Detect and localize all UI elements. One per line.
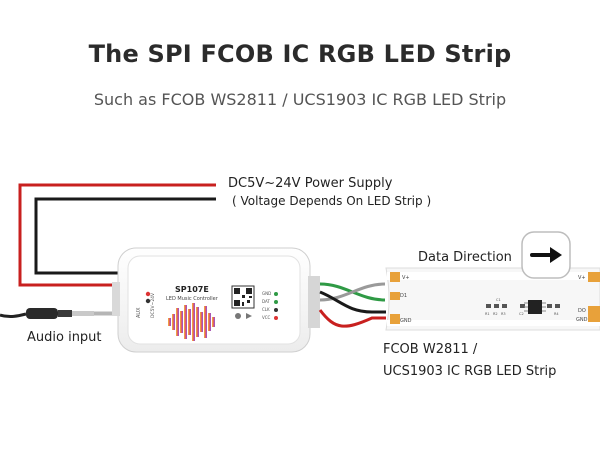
power-supply-note: ( Voltage Depends On LED Strip ) bbox=[232, 194, 432, 208]
terminal-vcc-label: VCC bbox=[262, 315, 271, 320]
data-direction-label: Data Direction bbox=[418, 250, 512, 265]
output-wires bbox=[318, 282, 386, 328]
controller-box: AUX DC5V~24V SP107E LED Music Controller bbox=[112, 247, 320, 353]
power-wires bbox=[18, 183, 216, 287]
pad-vplus-right bbox=[588, 272, 600, 282]
pad-d1 bbox=[390, 292, 400, 300]
waveform-graphic bbox=[168, 303, 215, 341]
page-subtitle: Such as FCOB WS2811 / UCS1903 IC RGB LED… bbox=[93, 90, 507, 109]
pad-do bbox=[588, 306, 600, 322]
audio-cable bbox=[0, 308, 121, 319]
strip-components bbox=[486, 300, 560, 314]
controller-voltage-label: DC5V~24V bbox=[150, 292, 156, 318]
pad-gnd bbox=[390, 314, 400, 324]
controller-model: SP107E bbox=[175, 285, 209, 294]
component-label-r1: R1 bbox=[485, 312, 490, 316]
data-direction-arrow-icon bbox=[521, 231, 571, 279]
strip-name-line2: UCS1903 IC RGB LED Strip bbox=[383, 364, 557, 379]
terminal-dat-label: DAT bbox=[262, 299, 270, 304]
pad-d1-label: D1 bbox=[400, 293, 407, 299]
page-title: The SPI FCOB IC RGB LED Strip bbox=[88, 40, 512, 68]
component-label-r4: R4 bbox=[554, 312, 559, 316]
component-label-c1: C1 bbox=[496, 298, 501, 302]
qr-code-icon bbox=[231, 285, 255, 309]
strip-name-line1: FCOB W2811 / bbox=[383, 342, 478, 357]
controller-terminals: GND DAT CLK VCC bbox=[262, 291, 278, 320]
controller-side-indicators: AUX DC5V~24V bbox=[136, 291, 156, 318]
power-supply-label: DC5V~24V Power Supply bbox=[228, 176, 393, 191]
app-store-icons bbox=[235, 313, 252, 319]
terminal-clk-label: CLK bbox=[262, 307, 270, 312]
controller-name: LED Music Controller bbox=[166, 296, 219, 302]
ic-chip bbox=[528, 300, 542, 314]
controller-aux-label: AUX bbox=[136, 307, 142, 318]
terminal-gnd-label: GND bbox=[262, 291, 271, 296]
pad-do-label: DO bbox=[578, 308, 586, 314]
led-strip: V+ D1 GND V+ DO GND R1 R2 R3 R bbox=[385, 267, 600, 331]
pad-gnd-label: GND bbox=[400, 318, 412, 324]
pad-vplus-right-label: V+ bbox=[578, 275, 586, 281]
component-label-r3: R3 bbox=[501, 312, 506, 316]
audio-input-label: Audio input bbox=[27, 330, 102, 345]
component-label-r2: R2 bbox=[493, 312, 498, 316]
component-label-c2: C2 bbox=[519, 312, 524, 316]
pad-vplus-left bbox=[390, 272, 400, 282]
pad-gnd-right-label: GND bbox=[576, 317, 588, 323]
pad-vplus-left-label: V+ bbox=[402, 275, 410, 281]
